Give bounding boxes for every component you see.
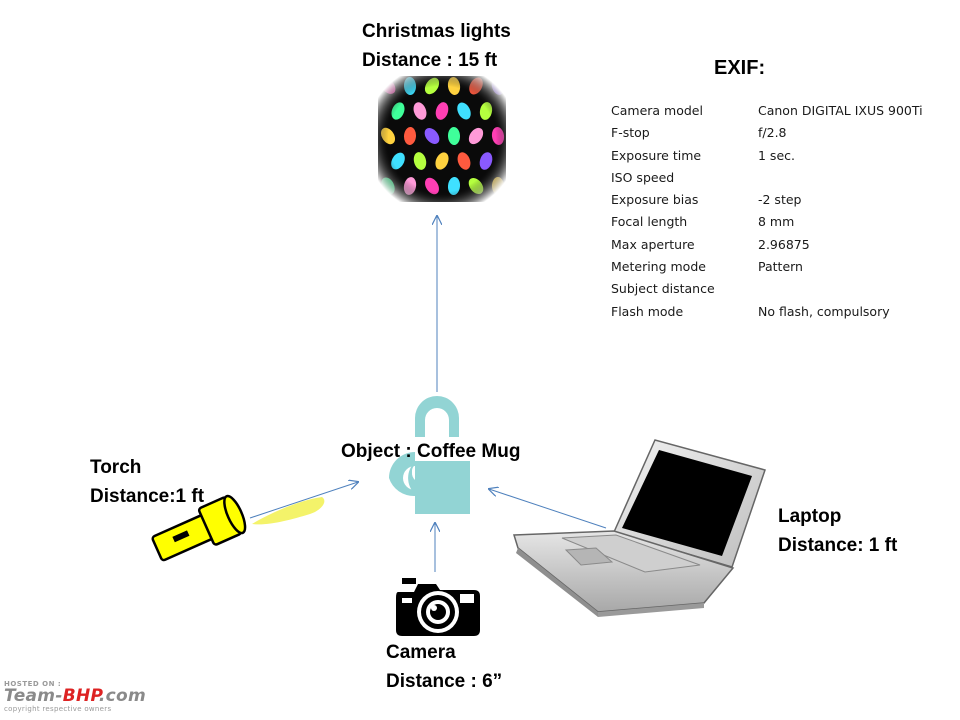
exif-value: -2 step xyxy=(758,192,802,208)
exif-row: Camera model Canon DIGITAL IXUS 900Ti xyxy=(611,100,941,122)
exif-row: Max aperture 2.96875 xyxy=(611,234,941,256)
camera-distance: Distance : 6” xyxy=(386,671,503,692)
watermark-brand-b: BHP xyxy=(62,686,99,706)
coffee-mug-icon xyxy=(389,396,470,514)
exif-value: Pattern xyxy=(758,259,803,275)
exif-key: Subject distance xyxy=(611,281,715,297)
laptop-label: Laptop Distance: 1 ft xyxy=(778,502,897,560)
exif-key: F-stop xyxy=(611,125,650,141)
exif-key: ISO speed xyxy=(611,169,675,185)
torch-title: Torch xyxy=(90,457,142,478)
exif-value: No flash, compulsory xyxy=(758,303,890,319)
exif-value: Canon DIGITAL IXUS 900Ti xyxy=(758,103,923,118)
exif-key: Metering mode xyxy=(611,259,706,275)
exif-row: F-stop f/2.8 xyxy=(611,122,941,144)
torch-label: Torch Distance:1 ft xyxy=(90,453,204,511)
watermark: HOSTED ON : Team-BHP.com copyright respe… xyxy=(4,680,194,713)
object-label: Object : Coffee Mug xyxy=(341,441,521,462)
arrow-laptop-to-mug xyxy=(489,489,607,529)
camera-title: Camera xyxy=(386,642,456,663)
laptop-title: Laptop xyxy=(778,506,842,527)
watermark-copyright: copyright respective owners xyxy=(4,705,112,713)
exif-row: Exposure bias -2 step xyxy=(611,189,941,211)
exif-row: Flash mode No flash, compulsory xyxy=(611,301,941,323)
exif-key: Max aperture xyxy=(611,236,695,252)
exif-row: ISO speed xyxy=(611,167,941,189)
exif-key: Exposure time xyxy=(611,147,702,163)
exif-key: Flash mode xyxy=(611,303,684,319)
exif-row: Focal length 8 mm xyxy=(611,211,941,233)
exif-row: Exposure time 1 sec. xyxy=(611,145,941,167)
laptop-distance: Distance: 1 ft xyxy=(778,535,898,556)
exif-row: Subject distance xyxy=(611,278,941,300)
camera-label: Camera Distance : 6” xyxy=(386,638,502,696)
torch-distance: Distance:1 ft xyxy=(90,486,205,507)
exif-value: f/2.8 xyxy=(758,125,787,141)
exif-value: 8 mm xyxy=(758,214,795,230)
watermark-brand: Team-BHP.com xyxy=(4,688,194,705)
laptop-icon xyxy=(512,439,766,617)
torch-icon xyxy=(151,494,325,562)
watermark-hosted: HOSTED ON : xyxy=(4,680,62,688)
exif-value: 2.96875 xyxy=(758,236,810,252)
exif-key: Focal length xyxy=(611,214,688,230)
christmas-lights-title: Christmas lights xyxy=(362,21,511,42)
christmas-lights-distance: Distance : 15 ft xyxy=(362,50,498,71)
exif-title: EXIF: xyxy=(714,57,766,79)
watermark-brand-a: Team- xyxy=(4,686,63,706)
watermark-brand-c: .com xyxy=(98,686,146,706)
exif-row: Metering mode Pattern xyxy=(611,256,941,278)
exif-key: Camera model xyxy=(611,103,703,118)
christmas-lights-image xyxy=(378,76,506,202)
exif-key: Exposure bias xyxy=(611,192,699,208)
camera-icon xyxy=(396,578,480,636)
arrow-torch-to-mug xyxy=(249,482,358,519)
exif-value: 1 sec. xyxy=(758,147,795,163)
christmas-lights-label: Christmas lights Distance : 15 ft xyxy=(362,17,511,75)
